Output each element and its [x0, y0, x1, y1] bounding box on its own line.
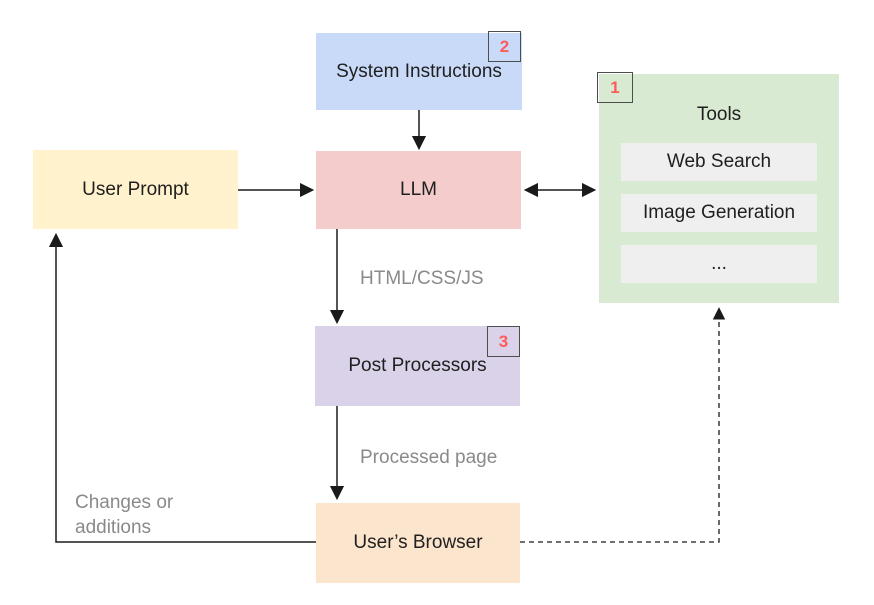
edge-label-processed-page: Processed page	[360, 447, 498, 468]
tool-item-image-generation: Image Generation	[621, 194, 817, 232]
node-users-browser: User’s Browser	[316, 503, 520, 583]
node-system-instructions-label: System Instructions	[336, 60, 502, 82]
tool-item-web-search: Web Search	[621, 143, 817, 181]
tool-item-ellipsis: ...	[621, 245, 817, 283]
node-post-processors: Post Processors 3	[315, 326, 520, 406]
tools-title: Tools	[696, 104, 742, 125]
edge-label-html-css-js: HTML/CSS/JS	[360, 268, 484, 289]
node-post-processors-label: Post Processors	[348, 355, 487, 376]
numbered-badge-1: 1	[597, 72, 633, 103]
arrow-browser-to-tools-dashed	[520, 307, 726, 543]
node-users-browser-label: User’s Browser	[353, 532, 483, 553]
node-llm-label: LLM	[400, 179, 437, 200]
node-llm: LLM	[316, 151, 521, 229]
numbered-badge-2: 2	[488, 31, 521, 62]
node-system-instructions: System Instructions 2	[316, 31, 522, 110]
numbered-badge-3: 3	[487, 326, 520, 357]
node-user-prompt-label: User Prompt	[82, 178, 189, 200]
edge-label-changes-line1: Changes or	[75, 492, 174, 513]
node-tools: 1 Tools Web Search Image Generation ...	[597, 72, 839, 303]
node-user-prompt: User Prompt	[33, 150, 238, 229]
edge-label-changes-or-additions: Changes or additions	[75, 490, 173, 540]
edge-label-changes-line2: additions	[75, 517, 152, 538]
